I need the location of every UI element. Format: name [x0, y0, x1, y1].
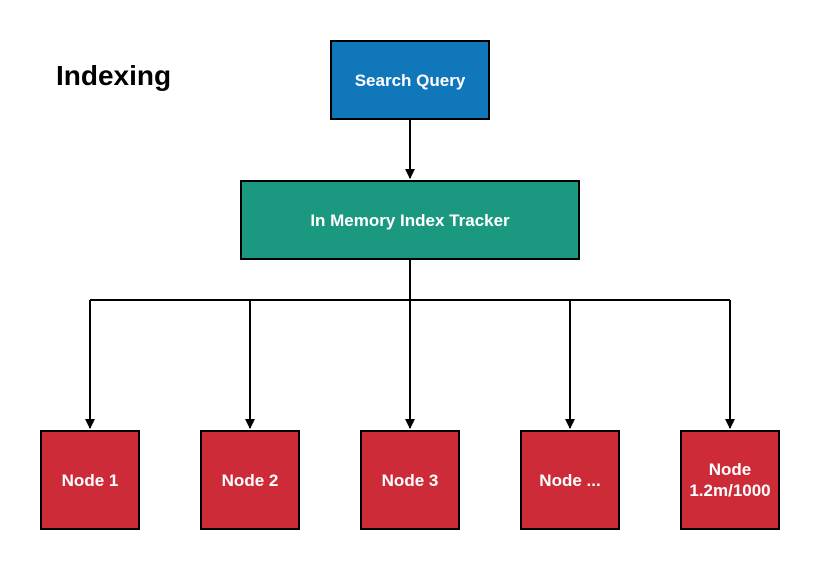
index-tracker-label: In Memory Index Tracker [310, 210, 510, 230]
node-last-box: Node 1.2m/1000 [680, 430, 780, 530]
node-1-box: Node 1 [40, 430, 140, 530]
node-etc-label: Node ... [539, 470, 601, 490]
node-3-box: Node 3 [360, 430, 460, 530]
node-1-label: Node 1 [61, 470, 119, 490]
search-query-label: Search Query [354, 70, 466, 90]
node-2-label: Node 2 [221, 470, 279, 490]
node-2-box: Node 2 [200, 430, 300, 530]
node-3-label: Node 3 [381, 470, 439, 490]
index-tracker-box: In Memory Index Tracker [240, 180, 580, 260]
search-query-box: Search Query [330, 40, 490, 120]
node-last-label: Node 1.2m/1000 [689, 460, 771, 500]
node-etc-box: Node ... [520, 430, 620, 530]
diagram-title: Indexing [56, 60, 172, 91]
